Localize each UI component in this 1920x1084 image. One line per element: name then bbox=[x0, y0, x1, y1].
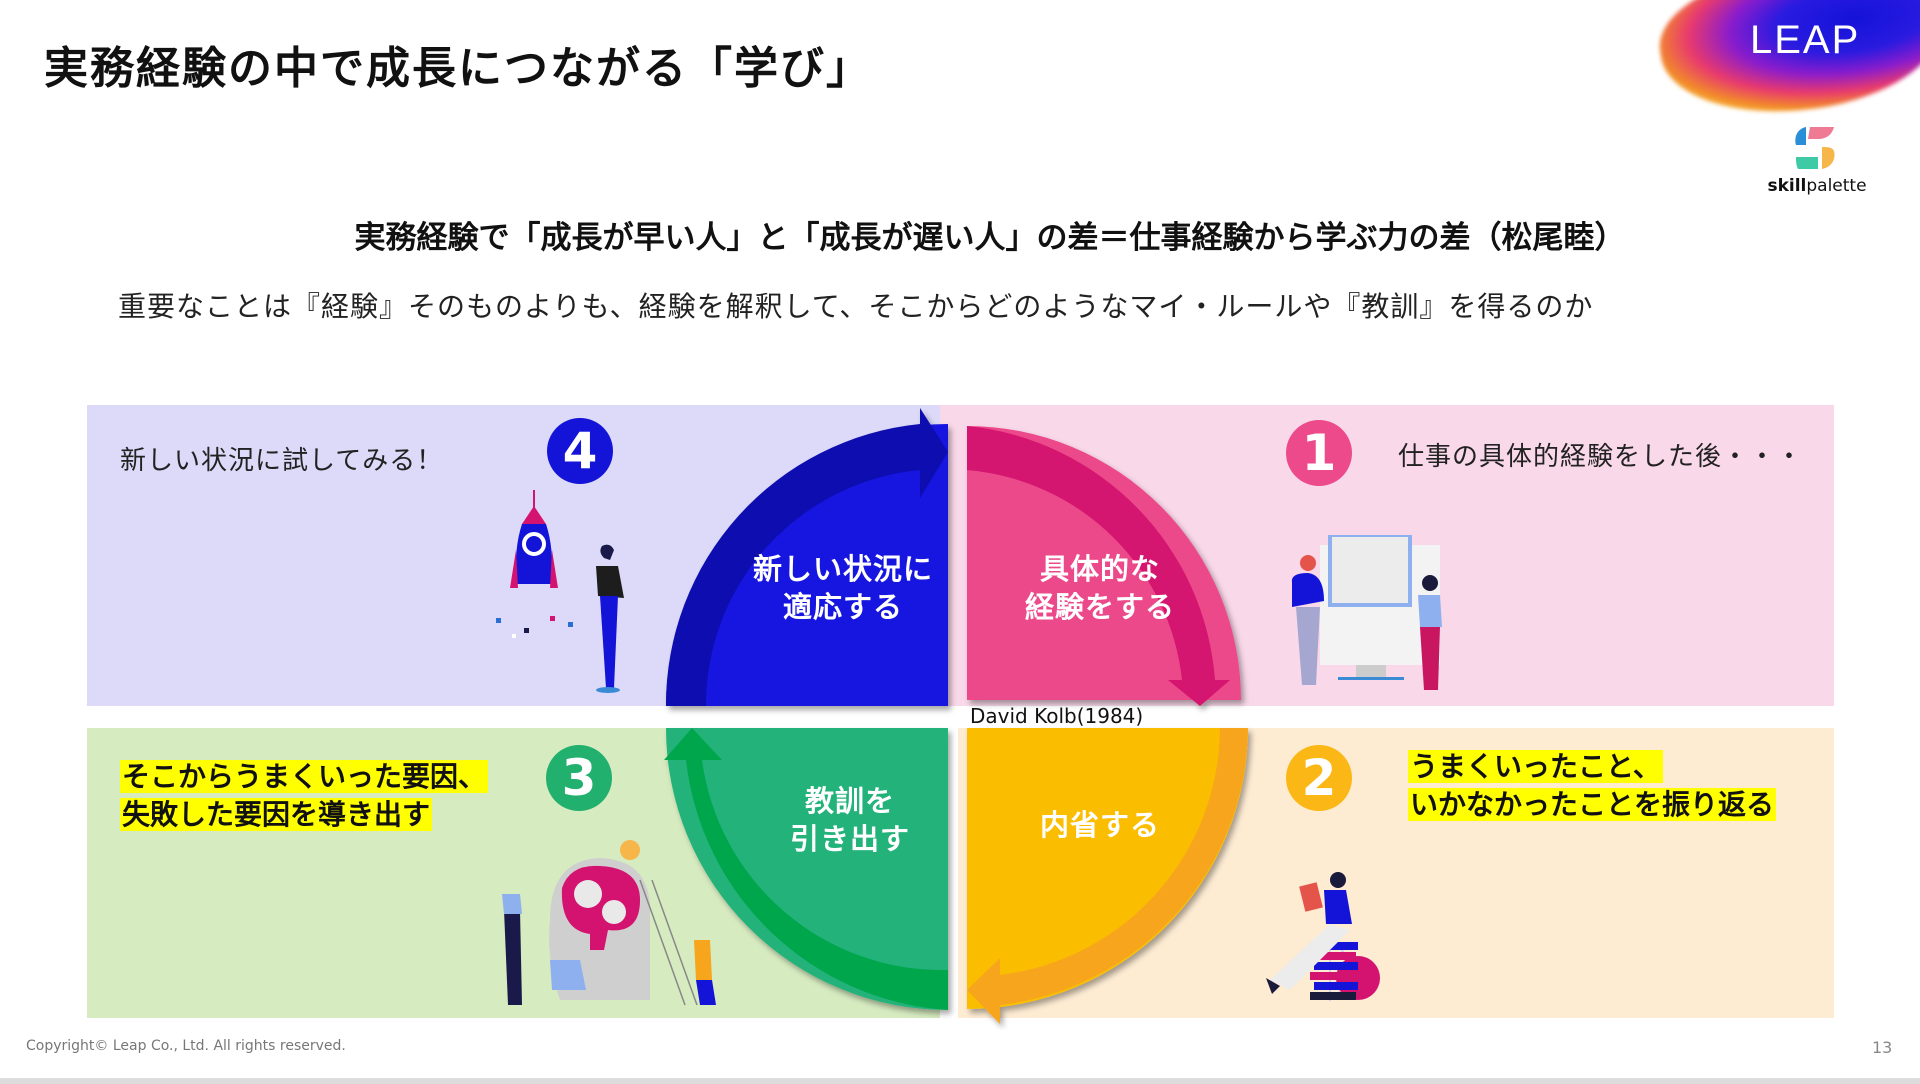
kolb-cycle-diagram bbox=[664, 408, 1248, 1024]
source-citation: David Kolb(1984) bbox=[970, 704, 1144, 728]
copyright-text: Copyright© Leap Co., Ltd. All rights res… bbox=[26, 1038, 346, 1054]
step-2-badge: 2 bbox=[1286, 745, 1352, 811]
step-1-description: 仕事の具体的経験をした後・・・ bbox=[1398, 442, 1804, 472]
slide-title: 実務経験の中で成長につながる「学び」 bbox=[44, 43, 872, 94]
step-2-arc-label: 内省する bbox=[1039, 808, 1160, 842]
brain-gears-team-illustration bbox=[502, 840, 716, 1006]
step-2-arrow bbox=[967, 728, 1248, 1024]
rocket-launch-illustration bbox=[496, 490, 624, 693]
step-3-badge: 3 bbox=[546, 745, 612, 811]
people-at-whiteboard-illustration bbox=[1291, 535, 1442, 690]
lead-text: 重要なことは『経験』そのものよりも、経験を解釈して、そこからどのようなマイ・ルー… bbox=[118, 290, 1594, 323]
step-4-badge: 4 bbox=[547, 418, 613, 484]
page-number: 13 bbox=[1872, 1038, 1893, 1057]
step-4-arrow bbox=[665, 408, 948, 706]
step-4-description: 新しい状況に試してみる！ bbox=[120, 446, 444, 476]
subtitle: 実務経験で「成長が早い人」と「成長が遅い人」の差＝仕事経験から学ぶ力の差（松尾睦… bbox=[354, 220, 1626, 256]
leap-logo: LEAP bbox=[1651, 0, 1920, 129]
skillpalette-logo-text: skillpalette bbox=[1767, 176, 1867, 196]
step-1-arc-label: 具体的な 経験をする bbox=[1024, 552, 1175, 624]
step-3-arrow bbox=[664, 728, 948, 1010]
skillpalette-logo: skillpalette bbox=[1762, 120, 1872, 200]
step-3-arc-label: 教訓を 引き出す bbox=[789, 784, 910, 856]
step-3-description: そこからうまくいった要因、 失敗した要因を導き出す bbox=[120, 760, 489, 831]
step-2-description: うまくいったこと、 いかなかったことを振り返る bbox=[1408, 750, 1777, 821]
skillpalette-mark-icon bbox=[1795, 127, 1835, 169]
person-reading-on-books-illustration bbox=[1266, 872, 1380, 1002]
step-1-arrow bbox=[967, 426, 1241, 706]
step-4-arc-label: 新しい状況に 適応する bbox=[752, 552, 933, 624]
step-1-badge: 1 bbox=[1286, 420, 1352, 486]
bottom-divider bbox=[0, 1078, 1920, 1084]
leap-logo-text: LEAP bbox=[1750, 18, 1861, 62]
